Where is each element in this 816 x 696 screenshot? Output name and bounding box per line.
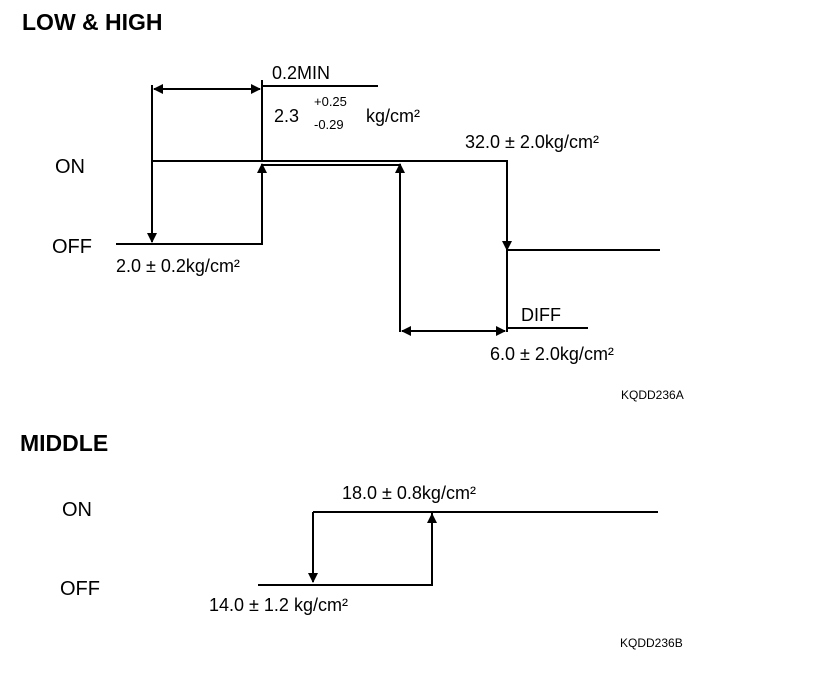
low-pressure-trace xyxy=(116,164,400,245)
middle-pressure-trace xyxy=(258,511,433,586)
high-pressure-trace xyxy=(400,160,660,251)
figure-code-b: KQDD236B xyxy=(620,636,683,650)
low-high-on-label: ON xyxy=(55,156,85,178)
setting-unit: kg/cm² xyxy=(366,106,420,126)
diff-label: DIFF xyxy=(521,305,561,325)
high-off-value: 32.0 ± 2.0kg/cm² xyxy=(465,132,599,152)
setting-upper-tolerance: +0.25 xyxy=(314,94,347,109)
setting-lower-tolerance: -0.29 xyxy=(314,117,344,132)
low-high-off-label: OFF xyxy=(52,236,92,258)
min-time-label: 0.2MIN xyxy=(272,63,331,83)
low-high-title: LOW & HIGH xyxy=(22,9,163,35)
middle-title: MIDDLE xyxy=(20,430,109,456)
middle-on-value: 18.0 ± 0.8kg/cm² xyxy=(342,483,476,503)
middle-on-label: ON xyxy=(62,499,92,521)
middle-off-value: 14.0 ± 1.2 kg/cm² xyxy=(209,595,348,615)
figure-code-a: KQDD236A xyxy=(621,388,684,402)
diff-value: 6.0 ± 2.0kg/cm² xyxy=(490,344,614,364)
middle-off-label: OFF xyxy=(60,578,100,600)
setting-base-value: 2.3 xyxy=(274,106,300,126)
low-off-value: 2.0 ± 0.2kg/cm² xyxy=(116,256,240,276)
